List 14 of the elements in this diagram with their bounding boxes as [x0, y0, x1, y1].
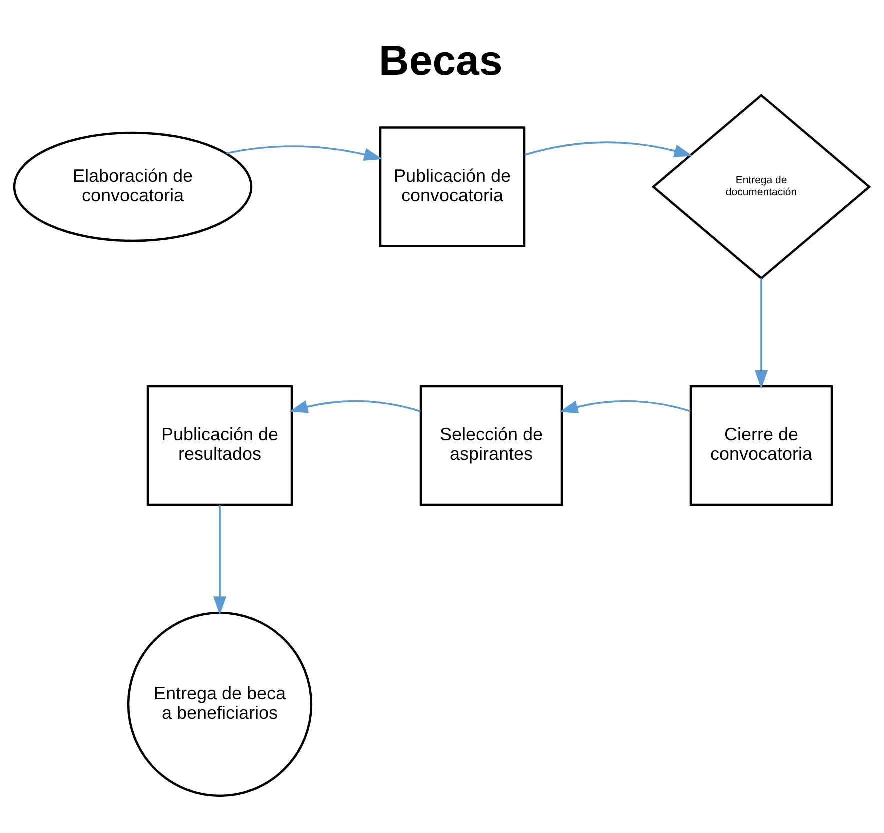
node-diamond: Entrega de documentación — [652, 94, 872, 280]
arrow — [754, 278, 768, 390]
node-box: Selección de aspirantes — [420, 385, 564, 506]
arrow — [226, 146, 383, 162]
node-circle: Entrega de beca a beneficiarios — [127, 612, 313, 798]
node-ellipse: Elaboración de convocatoria — [13, 132, 253, 242]
diagram-title: Becas — [379, 37, 503, 84]
node-box: Publicación de convocatoria — [379, 126, 526, 248]
node-box: Cierre de convocatoria — [690, 385, 834, 506]
node-box: Publicación de resultados — [146, 385, 294, 506]
arrow — [524, 142, 693, 158]
arrow — [290, 400, 421, 414]
arrow — [213, 505, 227, 616]
arrow — [560, 400, 691, 414]
